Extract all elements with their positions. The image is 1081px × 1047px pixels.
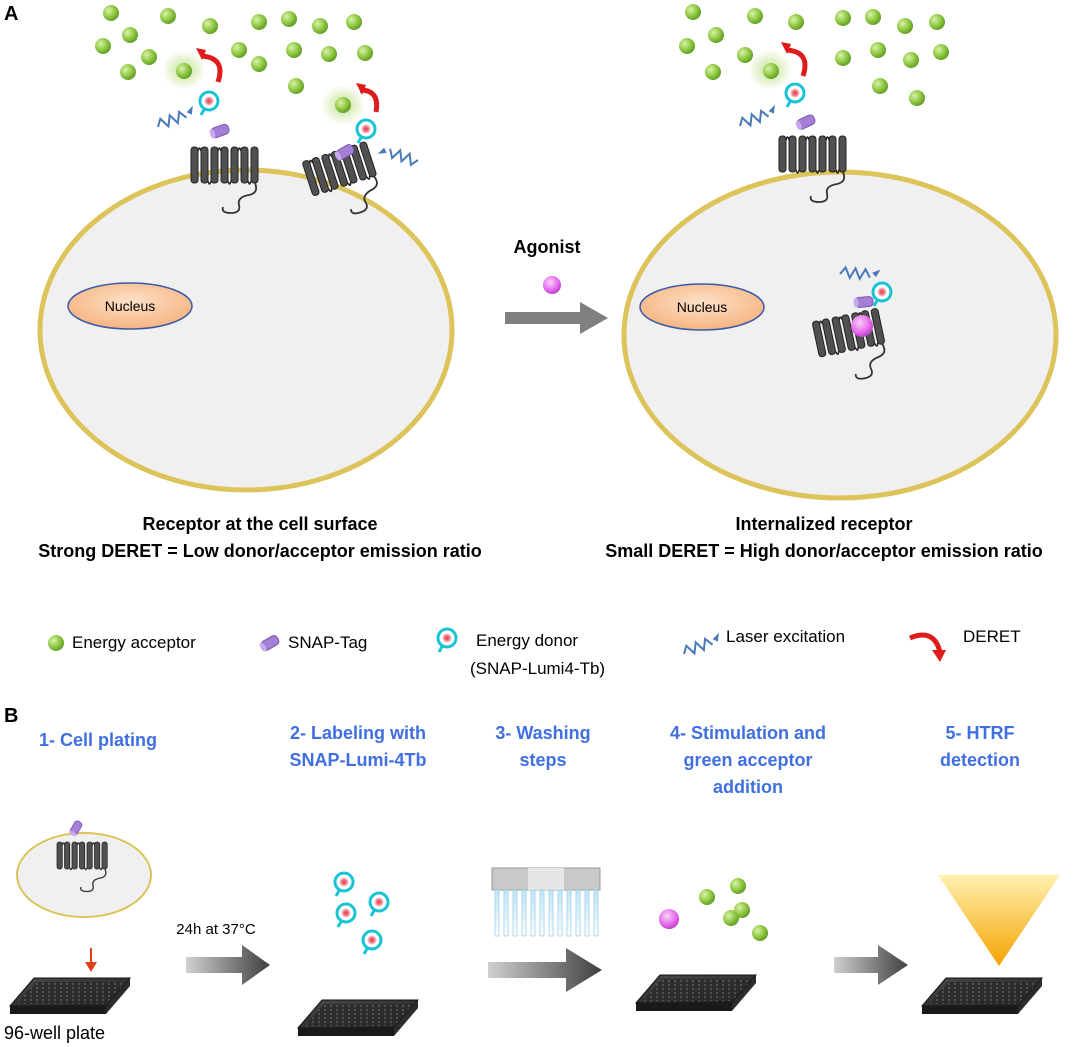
- agonist-ligand: [543, 276, 561, 294]
- nucleus-label-left: Nucleus: [105, 298, 156, 314]
- process-arrow-2: [488, 948, 602, 992]
- legend-snap-label: SNAP-Tag: [288, 633, 367, 652]
- caption-left-1: Receptor at the cell surface: [142, 514, 377, 534]
- plate-label: 96-well plate: [4, 1023, 105, 1043]
- step-3-illustration: [491, 867, 601, 937]
- legend-donor-icon: [436, 627, 458, 654]
- svg-text:SNAP-Lumi-4Tb: SNAP-Lumi-4Tb: [290, 750, 427, 770]
- svg-text:4- Stimulation and: 4- Stimulation and: [670, 723, 826, 743]
- receptor-left-2: [301, 83, 421, 226]
- cell-left: [37, 167, 455, 493]
- process-arrow-3: [834, 945, 908, 985]
- nucleus-label-right: Nucleus: [677, 299, 728, 315]
- incubation-label: 24h at 37°C: [176, 921, 256, 938]
- legend-laser-icon: [680, 631, 724, 658]
- step-4-illustration: [635, 878, 768, 1012]
- step-3-title: 3- Washing steps: [495, 723, 590, 770]
- step-4-title: 4- Stimulation and green acceptor additi…: [670, 723, 826, 797]
- caption-right-1: Internalized receptor: [735, 514, 912, 534]
- receptor-right-internalized: [811, 265, 893, 388]
- step-1-illustration: [9, 819, 152, 1015]
- svg-text:2- Labeling with: 2- Labeling with: [290, 723, 426, 743]
- process-arrow-1: [186, 945, 270, 985]
- panel-a-label: A: [4, 3, 18, 25]
- agonist-arrow: [505, 302, 608, 334]
- acceptor-cloud-right: [679, 4, 949, 106]
- svg-text:3- Washing: 3- Washing: [495, 723, 590, 743]
- step-2-illustration: [297, 871, 419, 1037]
- svg-text:1- Cell plating: 1- Cell plating: [39, 730, 157, 750]
- detection-light-cone: [938, 875, 1060, 966]
- step-5-title: 5- HTRF detection: [940, 723, 1020, 770]
- step-5-illustration: [921, 875, 1060, 1015]
- legend-laser-label: Laser excitation: [726, 627, 845, 646]
- legend-deret-label: DERET: [963, 627, 1021, 646]
- caption-right-2: Small DERET = High donor/acceptor emissi…: [605, 541, 1043, 561]
- receptor-left-1: [154, 48, 259, 214]
- legend-donor-label-2: (SNAP-Lumi4-Tb): [470, 659, 605, 678]
- svg-text:detection: detection: [940, 750, 1020, 770]
- receptor-right-surface: [736, 42, 847, 203]
- nucleus-right: [639, 283, 765, 331]
- legend-acceptor-icon: [48, 635, 64, 651]
- svg-text:steps: steps: [519, 750, 566, 770]
- caption-left-2: Strong DERET = Low donor/acceptor emissi…: [38, 541, 482, 561]
- acceptor-cloud-left: [95, 5, 373, 94]
- agonist-label: Agonist: [514, 237, 581, 257]
- legend-donor-label-1: Energy donor: [476, 631, 578, 650]
- legend-deret-icon: [909, 632, 946, 662]
- step-2-title: 2- Labeling with SNAP-Lumi-4Tb: [290, 723, 427, 770]
- panel-b-label: B: [4, 705, 18, 727]
- legend: Energy acceptor SNAP-Tag Energy donor (S…: [48, 627, 1021, 678]
- step-1-title: 1- Cell plating: [39, 730, 157, 750]
- svg-text:5- HTRF: 5- HTRF: [946, 723, 1015, 743]
- svg-text:addition: addition: [713, 777, 783, 797]
- legend-snap-icon: [257, 633, 281, 654]
- svg-text:green acceptor: green acceptor: [683, 750, 812, 770]
- nucleus-left: [67, 282, 193, 330]
- legend-acceptor-label: Energy acceptor: [72, 633, 196, 652]
